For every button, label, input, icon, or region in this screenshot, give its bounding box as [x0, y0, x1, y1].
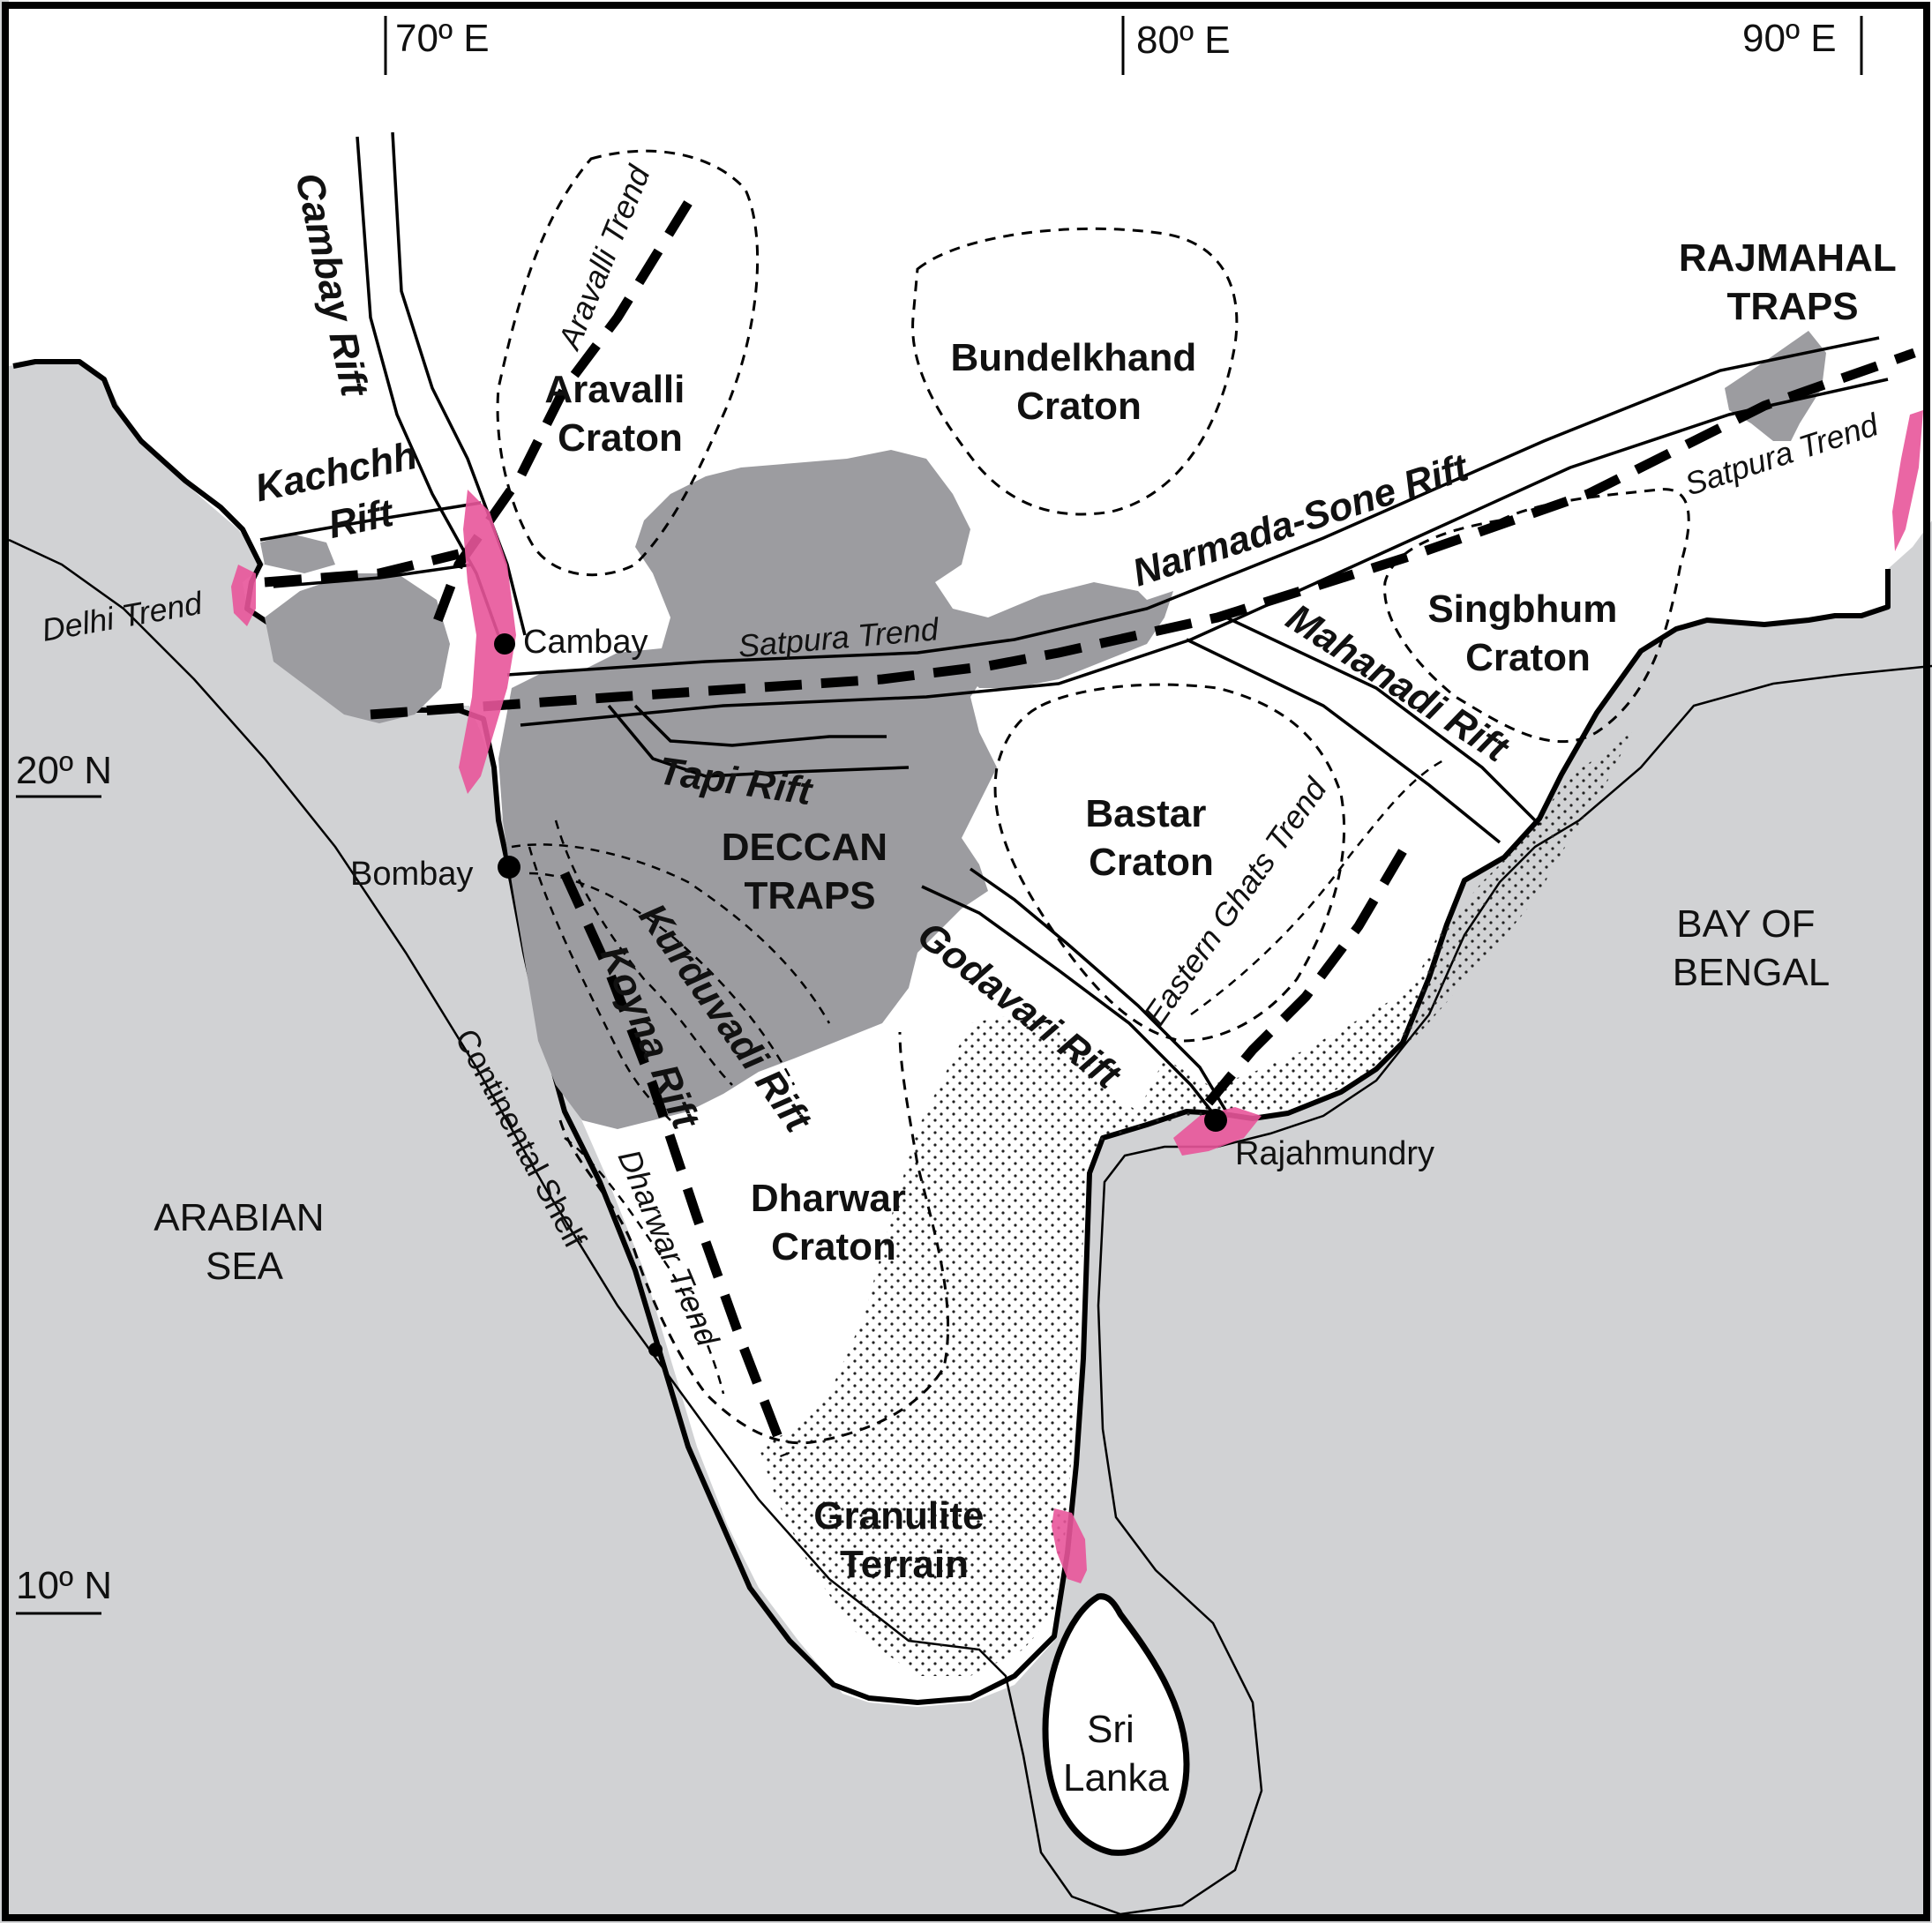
tapi-rift-line-north [633, 704, 887, 747]
volcanic-patch-cambay[interactable] [459, 490, 516, 794]
mahanadi-rift-line-west [1186, 638, 1501, 844]
bundelkhand-craton-outline [911, 227, 1239, 516]
label-bundelkhand-craton: Bundelkhand Craton [951, 336, 1208, 428]
label-dharwar-craton: Dharwar Craton [751, 1177, 917, 1268]
kachchh-rift-line-north [259, 501, 482, 542]
kachchh-traps [265, 573, 450, 723]
label-sri-lanka: Sri Lanka [1063, 1708, 1169, 1800]
label-bombay: Bombay [350, 856, 473, 893]
godavari-rift-line-east [969, 867, 1228, 1112]
label-arabian-sea: ARABIAN SEA [154, 1196, 334, 1288]
delhi-trend-axis [264, 549, 461, 587]
label-90e: 90º E [1742, 17, 1837, 60]
volcanic-patch-east[interactable] [1892, 410, 1923, 551]
dharwar-dot [648, 1343, 663, 1357]
narmada-sone-rift-line-north [506, 336, 1880, 677]
deccan-traps-east [926, 838, 988, 909]
koyna-trend-2 [554, 819, 733, 1086]
label-bastar-craton: Bastar Craton [1085, 792, 1217, 884]
label-bay-of-bengal: BAY OF BENGAL [1673, 902, 1831, 994]
label-rajmahal-traps: RAJMAHAL TRAPS [1679, 236, 1906, 328]
sri-lanka [1042, 1593, 1190, 1856]
singbhum-craton-outline [1383, 488, 1690, 743]
kachchh-small-traps [260, 534, 335, 573]
dharwar-craton-outline [558, 1031, 950, 1445]
tapi-rift-line-south [607, 704, 910, 778]
narmada-sone-rift-line-south [520, 378, 1889, 727]
cambay-rift-line-east [391, 131, 527, 636]
aravalli-craton-outline [496, 149, 760, 577]
godavari-rift-line-west [921, 885, 1215, 1115]
koyna-trend-1 [528, 846, 671, 1121]
bombay-dot[interactable] [498, 856, 520, 879]
volcanic-patch-delhi[interactable] [231, 565, 256, 626]
label-granulite-terrain: Granulite Terrain [813, 1494, 994, 1586]
cambay-dot[interactable] [494, 633, 515, 655]
label-aravalli-craton: Aravalli Craton [544, 368, 695, 460]
label-singbhum-craton: Singbhum Craton [1427, 587, 1628, 679]
kurduvadi-trend-1 [511, 843, 831, 1024]
label-10n: 10º N [16, 1564, 112, 1607]
rajahmundry-dot[interactable] [1204, 1109, 1227, 1132]
label-cambay: Cambay [523, 624, 648, 661]
eastern-ghats-trend-line [1190, 757, 1448, 1016]
label-deccan-traps: DECCAN TRAPS [722, 826, 898, 917]
eastern-ghats-axis [1204, 849, 1407, 1106]
label-20n: 20º N [16, 749, 112, 792]
label-80e: 80º E [1136, 19, 1231, 62]
label-rajahmundry: Rajahmundry [1235, 1135, 1434, 1172]
dharwar-axis [559, 871, 790, 1457]
volcanic-patch-south[interactable] [1052, 1508, 1087, 1583]
bastar-craton-outline [993, 683, 1346, 1043]
label-70e: 70º E [395, 17, 490, 60]
deccan-traps [498, 450, 1173, 1129]
granulite-stipple [759, 732, 1632, 1676]
mahanadi-rift-line-east [1225, 616, 1541, 827]
